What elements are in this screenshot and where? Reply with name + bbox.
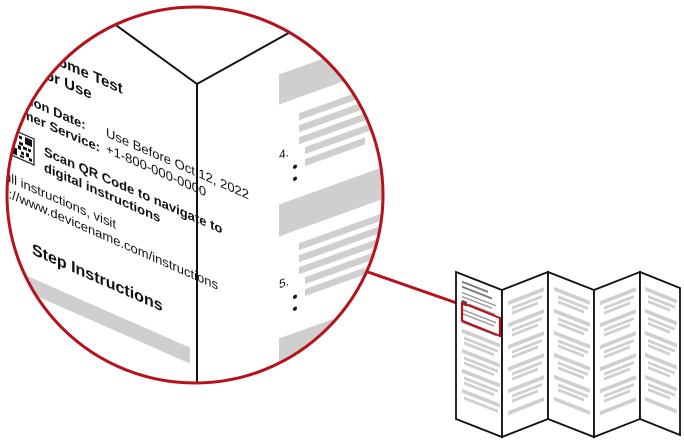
magnifier-circle: ome Test for Use ion Date: mer Service: … <box>5 5 385 385</box>
leaflet-panel-3-content <box>554 286 590 415</box>
step-number-4: 4. <box>279 145 289 162</box>
leaflet-panel-4-content <box>600 287 636 416</box>
right-gray-block-2 <box>279 164 383 237</box>
leaflet-highlight-box <box>460 301 502 338</box>
magnified-right-panel: 4. 5. <box>279 34 383 371</box>
leaflet-panel-5-content <box>645 286 677 414</box>
step-number-5: 5. <box>279 274 289 291</box>
magnifier-ring <box>5 5 385 385</box>
leaflet-panel-2-content <box>508 287 544 416</box>
folded-leaflet <box>455 270 681 439</box>
step-gray-block <box>7 264 190 364</box>
leaflet-panel-1-content <box>462 280 500 413</box>
